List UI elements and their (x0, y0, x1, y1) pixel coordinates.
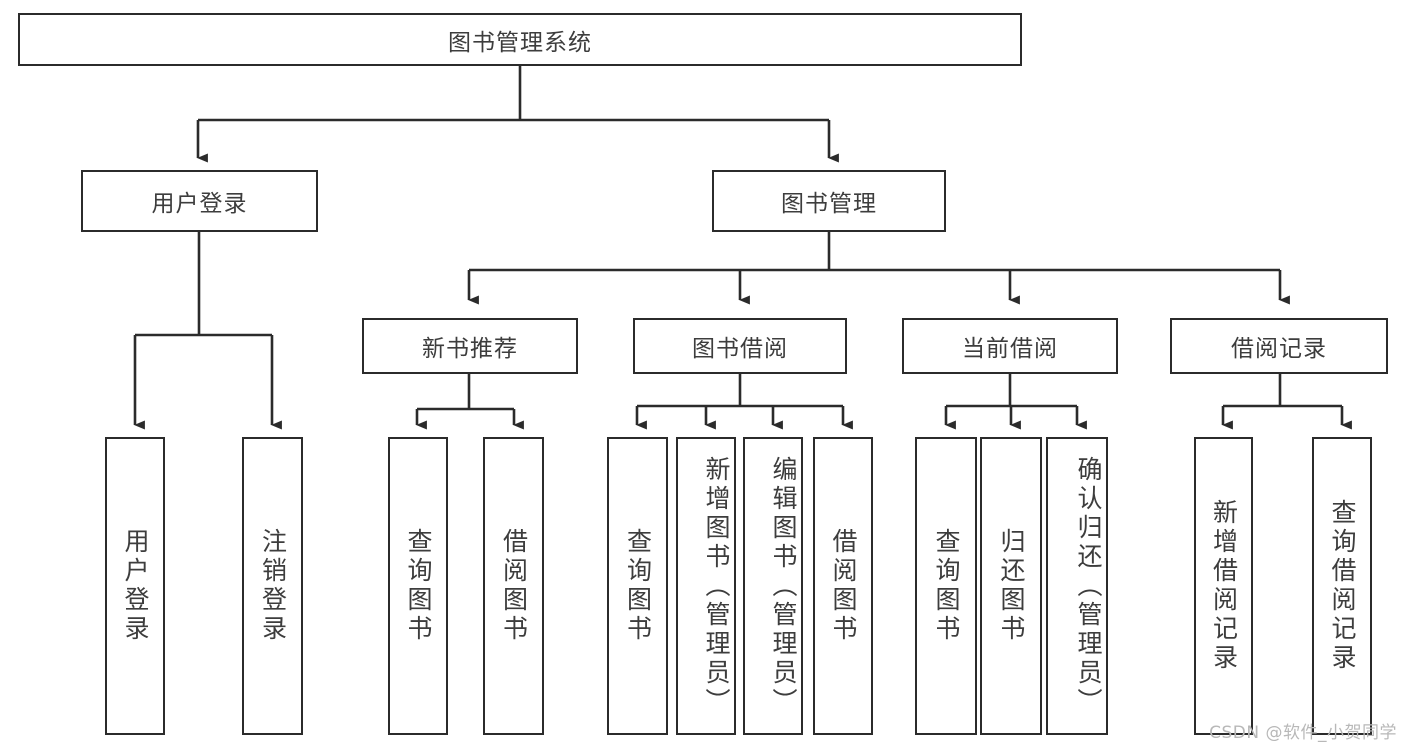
leaf-edit-book-label: 编辑图书（管理员） (769, 455, 798, 717)
node-new-book-rec[interactable]: 新书推荐 (362, 318, 578, 374)
node-book-borrow[interactable]: 图书借阅 (633, 318, 847, 374)
leaf-query-record[interactable]: 查询借阅记录 (1312, 437, 1372, 735)
leaf-edit-book[interactable]: 编辑图书（管理员） (743, 437, 803, 735)
node-root-label: 图书管理系统 (448, 29, 592, 56)
leaf-add-book[interactable]: 新增图书（管理员） (676, 437, 736, 735)
node-book-manage[interactable]: 图书管理 (712, 170, 946, 232)
node-user-login-label: 用户登录 (151, 191, 248, 217)
leaf-return-book[interactable]: 归还图书 (980, 437, 1042, 735)
leaf-logout-login-label: 注销登录 (258, 528, 288, 644)
leaf-query-record-label: 查询借阅记录 (1328, 499, 1357, 673)
node-user-login[interactable]: 用户登录 (81, 170, 318, 232)
leaf-borrow-book-1-label: 借阅图书 (499, 528, 529, 644)
node-book-borrow-label: 图书借阅 (692, 336, 788, 362)
leaf-return-book-label: 归还图书 (997, 528, 1026, 644)
leaf-confirm-return[interactable]: 确认归还（管理员） (1046, 437, 1108, 735)
leaf-query-book-2[interactable]: 查询图书 (607, 437, 668, 735)
leaf-query-book-2-label: 查询图书 (623, 528, 653, 644)
leaf-confirm-return-label: 确认归还（管理员） (1074, 455, 1103, 717)
leaf-query-book-3-label: 查询图书 (932, 528, 961, 644)
leaf-logout-login[interactable]: 注销登录 (242, 437, 303, 735)
node-current-borrow-label: 当前借阅 (962, 336, 1058, 362)
node-new-book-rec-label: 新书推荐 (422, 336, 518, 362)
leaf-user-login[interactable]: 用户登录 (105, 437, 165, 735)
leaf-query-book-1-label: 查询图书 (404, 528, 433, 644)
leaf-borrow-book-2[interactable]: 借阅图书 (813, 437, 873, 735)
node-borrow-record[interactable]: 借阅记录 (1170, 318, 1388, 374)
leaf-borrow-book-1[interactable]: 借阅图书 (483, 437, 544, 735)
leaf-borrow-book-2-label: 借阅图书 (829, 528, 858, 644)
node-book-manage-label: 图书管理 (781, 191, 877, 217)
leaf-query-book-1[interactable]: 查询图书 (388, 437, 448, 735)
node-current-borrow[interactable]: 当前借阅 (902, 318, 1118, 374)
leaf-add-record[interactable]: 新增借阅记录 (1194, 437, 1253, 735)
leaf-add-book-label: 新增图书（管理员） (702, 455, 731, 717)
leaf-add-record-label: 新增借阅记录 (1209, 499, 1239, 673)
leaf-user-login-label: 用户登录 (121, 528, 150, 644)
node-borrow-record-label: 借阅记录 (1231, 336, 1327, 362)
leaf-query-book-3[interactable]: 查询图书 (915, 437, 977, 735)
node-root[interactable]: 图书管理系统 (18, 13, 1022, 66)
